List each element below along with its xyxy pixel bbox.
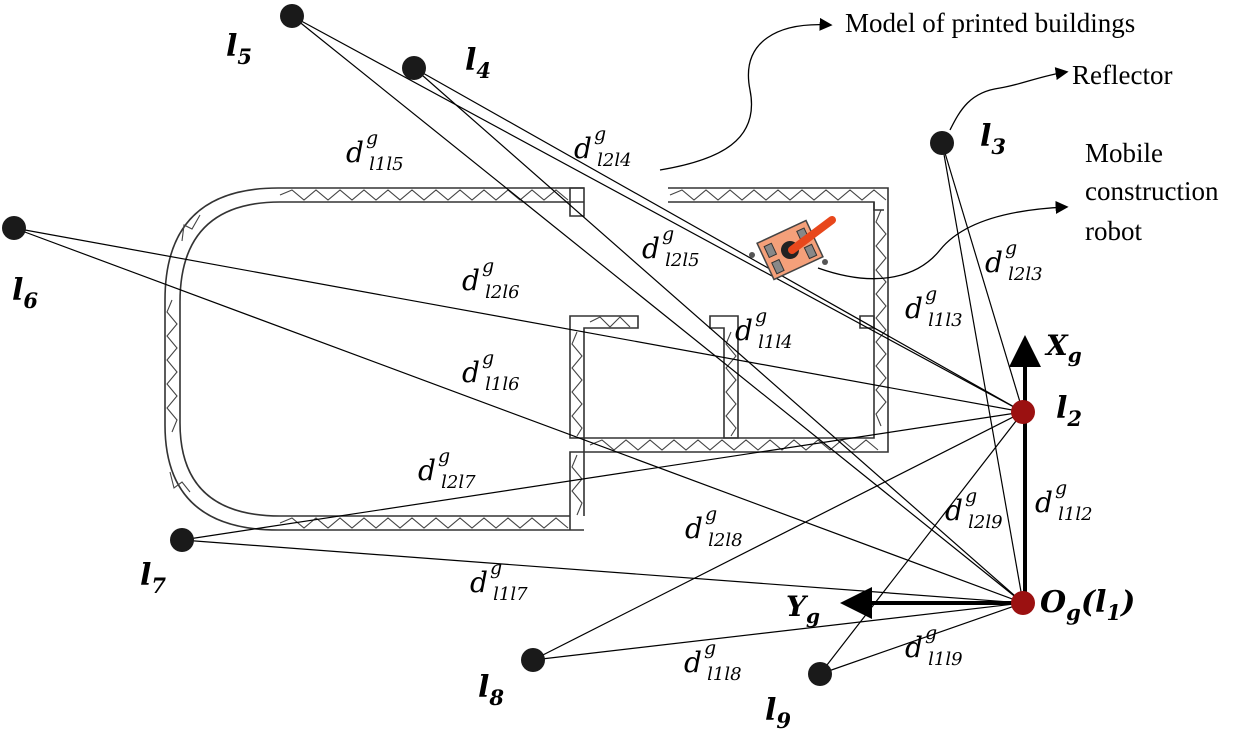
- line-l2-l6: [13, 227, 1024, 413]
- label-l6: l6: [12, 273, 38, 313]
- label-l2: l2: [1056, 391, 1082, 431]
- y-axis-label: Yg: [786, 590, 820, 628]
- node-labels: l5 l4 l3 l6 l2 l7 l8 l9 Og(l1): [12, 29, 1135, 733]
- robot-marker-right: [822, 259, 828, 265]
- robot-wheel-4: [803, 243, 818, 260]
- label-l1-origin: Og(l1): [1040, 585, 1135, 625]
- reflector-l5: [280, 4, 304, 28]
- distance-lines: [13, 15, 1024, 675]
- label-l7: l7: [140, 558, 166, 598]
- coordinate-axes: Xg Yg: [786, 329, 1082, 628]
- outer-wall-outer-edge: [164, 187, 584, 531]
- right-block-truss-lower-left: [571, 454, 583, 516]
- line-l1-l5: [291, 15, 1024, 604]
- printed-building-model: [164, 187, 889, 531]
- line-l1-l3: [941, 142, 1024, 604]
- outer-wall-truss-corners: [169, 214, 201, 493]
- reflector-l2: [1011, 400, 1035, 424]
- wall-stub-left: [569, 187, 585, 217]
- robot-wheel-1: [763, 242, 778, 259]
- reflector-l1-origin: [1011, 591, 1035, 615]
- line-l1-l7: [181, 539, 1024, 604]
- line-l2-l7: [181, 411, 1024, 541]
- right-block-truss-top: [669, 189, 887, 201]
- annotation-model: Model of printed buildings: [845, 8, 1135, 38]
- x-axis-label: Xg: [1044, 329, 1082, 367]
- outer-wall-truss-top: [279, 189, 569, 201]
- line-l2-l9: [819, 411, 1024, 675]
- right-block-truss-right: [875, 209, 887, 427]
- line-l1-l8: [532, 602, 1024, 661]
- line-l2-l3: [941, 142, 1024, 413]
- outer-wall-truss-bottom: [279, 517, 569, 529]
- interior-wall-middle-truss: [725, 331, 737, 437]
- robot-wheel-3: [771, 258, 785, 275]
- robot-leader: [817, 200, 1069, 280]
- interior-wall-left-truss: [571, 316, 631, 437]
- label-l9: l9: [765, 693, 791, 733]
- line-l1-l4: [413, 67, 1024, 604]
- robot-marker-left: [749, 252, 755, 258]
- reflector-l4: [402, 56, 426, 80]
- annotation-robot-line1: Mobile: [1085, 138, 1163, 168]
- reflector-l9: [808, 662, 832, 686]
- label-l4: l4: [465, 43, 491, 83]
- right-block-inner-edge: [583, 201, 875, 516]
- line-l1-l6: [13, 227, 1024, 604]
- annotation-texts: Model of printed buildings Reflector Mob…: [845, 8, 1219, 246]
- line-l2-l4: [413, 67, 1024, 413]
- line-l2-l5: [291, 15, 1024, 413]
- reflector-l8: [521, 648, 545, 672]
- annotation-robot-line2: construction: [1085, 176, 1219, 206]
- line-l1-l9: [819, 602, 1024, 675]
- annotation-leaders: [659, 17, 1069, 280]
- label-l8: l8: [478, 670, 504, 710]
- mobile-construction-robot: [749, 216, 836, 281]
- reflector-leader: [949, 67, 1069, 131]
- label-l3: l3: [980, 119, 1006, 159]
- robot-arm: [788, 216, 836, 254]
- annotation-robot-line3: robot: [1085, 216, 1142, 246]
- reflector-nodes: [2, 4, 1035, 686]
- outer-wall-truss-left: [166, 299, 178, 433]
- annotation-reflector: Reflector: [1072, 60, 1172, 90]
- outer-wall-inner-edge: [179, 201, 584, 517]
- label-l5: l5: [226, 29, 252, 69]
- right-block-truss-bottom: [589, 439, 879, 451]
- model-leader: [659, 17, 833, 171]
- reflector-l6: [2, 216, 26, 240]
- interior-wall-left: [569, 315, 639, 439]
- reflector-l7: [170, 528, 194, 552]
- reflector-l3: [930, 131, 954, 155]
- right-block-outer-edge: [569, 187, 889, 530]
- right-block-corner: [873, 202, 884, 211]
- line-l2-l8: [532, 411, 1024, 661]
